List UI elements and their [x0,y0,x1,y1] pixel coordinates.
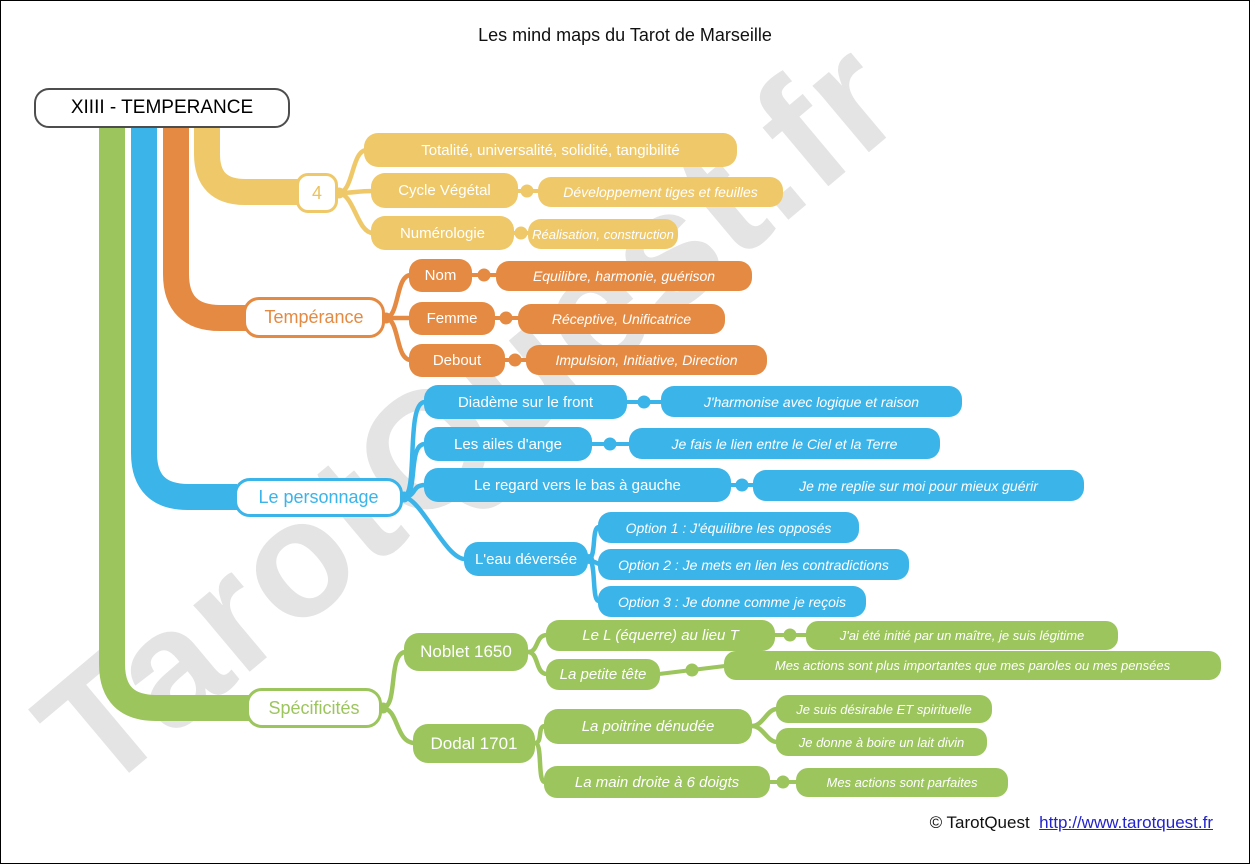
footer: © TarotQuest http://www.tarotquest.fr [930,813,1213,833]
node-numerologie-leaf: Réalisation, construction [528,219,678,249]
node-petite-tete-leaf: Mes actions sont plus importantes que me… [724,651,1221,680]
node-femme-leaf: Réceptive, Unificatrice [518,304,725,334]
node-poitrine: La poitrine dénudée [544,709,752,744]
node-root: XIIII - TEMPERANCE [34,88,290,128]
node-option-2: Option 2 : Je mets en lien les contradic… [598,549,909,580]
node-noblet-1650: Noblet 1650 [404,633,528,671]
node-le-personnage: Le personnage [234,478,403,517]
branch-curve-yellow [194,125,299,205]
node-femme: Femme [409,302,495,335]
node-diademe-leaf: J'harmonise avec logique et raison [661,386,962,417]
node-petite-tete: La petite tête [546,659,660,690]
node-specificites: Spécificités [246,688,382,728]
node-4: 4 [296,173,338,213]
node-eau-deversee: L'eau déversée [464,542,588,576]
node-main-droite: La main droite à 6 doigts [544,766,770,798]
node-numerologie: Numérologie [371,216,514,250]
node-totalite: Totalité, universalité, solidité, tangib… [364,133,737,167]
node-poitrine-leaf-2: Je donne à boire un lait divin [776,728,987,756]
node-nom-leaf: Equilibre, harmonie, guérison [496,261,752,291]
node-le-l-equerre: Le L (équerre) au lieu T [546,620,775,651]
node-regard-leaf: Je me replie sur moi pour mieux guérir [753,470,1084,501]
node-dodal-1701: Dodal 1701 [413,724,535,763]
node-cycle-vegetal: Cycle Végétal [371,173,518,208]
branch-curve-green [99,125,249,721]
node-option-1: Option 1 : J'équilibre les opposés [598,512,859,543]
node-cycle-vegetal-leaf: Développement tiges et feuilles [538,177,783,207]
branch-curve-blue [131,125,237,510]
node-debout: Debout [409,344,505,377]
node-option-3: Option 3 : Je donne comme je reçois [598,586,866,617]
tarotquest-link[interactable]: http://www.tarotquest.fr [1039,813,1213,832]
node-le-l-equerre-leaf: J'ai été initié par un maître, je suis l… [806,621,1118,650]
copyright-text: © TarotQuest [929,813,1030,832]
page-title: Les mind maps du Tarot de Marseille [478,25,772,45]
node-ailes: Les ailes d'ange [424,427,592,461]
node-diademe: Diadème sur le front [424,385,627,419]
node-regard: Le regard vers le bas à gauche [424,468,731,502]
node-nom: Nom [409,259,472,292]
node-main-droite-leaf: Mes actions sont parfaites [796,768,1008,797]
node-poitrine-leaf-1: Je suis désirable ET spirituelle [776,695,992,723]
node-debout-leaf: Impulsion, Initiative, Direction [526,345,767,375]
node-ailes-leaf: Je fais le lien entre le Ciel et la Terr… [629,428,940,459]
branch-curve-orange [163,125,247,331]
node-temperance: Tempérance [243,297,385,338]
